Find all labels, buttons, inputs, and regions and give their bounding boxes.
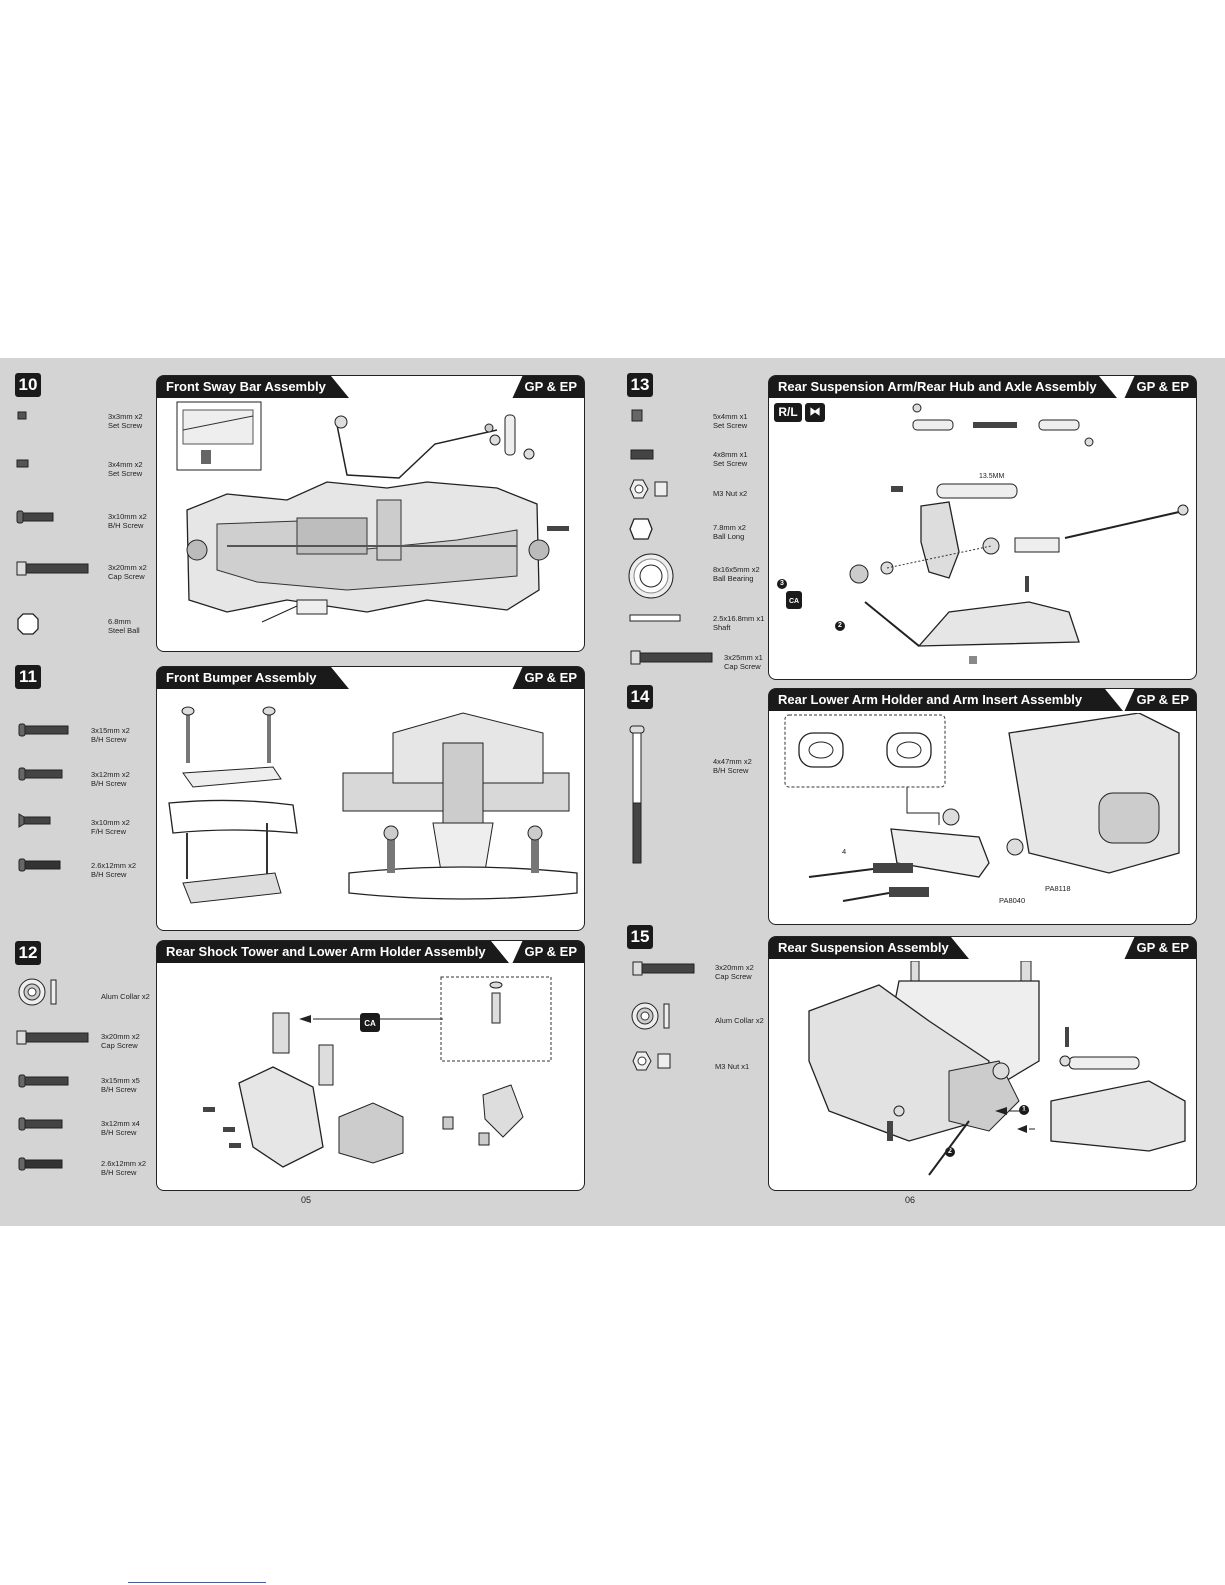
steel-ball-icon — [17, 613, 39, 635]
right-left-side-icon: R/L — [774, 403, 802, 422]
sway-bar-assembly-drawing — [176, 401, 569, 623]
step-title: Rear Suspension Assembly — [769, 937, 969, 959]
step-10-diagram-panel: Front Sway Bar Assembly GP & EP — [156, 375, 585, 652]
callout-marker: 2 — [835, 621, 845, 631]
cap-screw-icon — [630, 650, 714, 665]
step-number: 11 — [15, 665, 41, 689]
button-head-screw-icon — [18, 1157, 64, 1171]
button-head-screw-icon — [18, 1074, 70, 1088]
step-number: 10 — [15, 373, 41, 397]
button-head-screw-icon — [16, 510, 56, 524]
step-13-diagram-panel: Rear Suspension Arm/Rear Hub and Axle As… — [768, 375, 1197, 680]
step-12-diagram-panel: Rear Shock Tower and Lower Arm Holder As… — [156, 940, 585, 1191]
page-number: 06 — [905, 1195, 916, 1205]
callout-marker: 1 — [1019, 1105, 1029, 1115]
button-head-screw-icon — [18, 858, 62, 872]
page-number: 05 — [301, 1195, 312, 1205]
rear-shock-tower-drawing — [203, 976, 552, 1168]
set-screw-icon — [631, 409, 643, 422]
step-title: Front Bumper Assembly — [157, 667, 349, 689]
ca-glue-icon: CA — [786, 591, 802, 609]
step-title: Rear Lower Arm Holder and Arm Insert Ass… — [769, 689, 1123, 711]
platform-tag: GP & EP — [512, 941, 584, 963]
front-bumper-assembly-drawing — [168, 706, 578, 904]
set-screw-icon — [17, 411, 27, 420]
flat-head-screw-icon — [18, 813, 52, 828]
cap-screw-icon — [16, 1030, 90, 1045]
callout-marker: 3 — [777, 579, 787, 589]
part-item: Alum Collar x2 — [715, 1016, 764, 1025]
step-title: Rear Shock Tower and Lower Arm Holder As… — [157, 941, 509, 963]
set-screw-icon — [630, 449, 654, 460]
step-number: 15 — [627, 925, 653, 949]
cap-screw-icon — [632, 961, 696, 976]
shaft-icon — [629, 614, 681, 622]
step-title: Front Sway Bar Assembly — [157, 376, 349, 398]
button-head-screw-icon — [18, 723, 70, 737]
platform-tag: GP & EP — [1124, 376, 1196, 398]
callout-label: 4 — [842, 847, 847, 856]
nut-icon — [629, 479, 671, 499]
step-14-diagram-panel: Rear Lower Arm Holder and Arm Insert Ass… — [768, 688, 1197, 925]
step-15-diagram-panel: Rear Suspension Assembly GP & EP 1 2 — [768, 936, 1197, 1191]
platform-tag: GP & EP — [1124, 689, 1196, 711]
button-head-screw-icon — [18, 1117, 64, 1131]
platform-tag: GP & EP — [1124, 937, 1196, 959]
collar-icon — [17, 977, 63, 1007]
hyperlink-underline — [128, 1582, 266, 1583]
rear-suspension-drawing — [808, 961, 1186, 1176]
part-code-label: PA8040 — [999, 896, 1026, 905]
arm-holder-insert-drawing — [784, 713, 1180, 902]
ca-glue-icon: CA — [360, 1013, 380, 1032]
ball-bearing-icon — [627, 552, 675, 600]
mirror-icon: ⧓ — [805, 403, 825, 422]
part-code-label: PA8118 — [1045, 884, 1071, 893]
nut-icon — [632, 1051, 674, 1071]
step-number: 13 — [627, 373, 653, 397]
collar-icon — [630, 1001, 676, 1031]
part-item: M3 Nut x2 — [713, 489, 748, 498]
part-item: M3 Nut x1 — [715, 1062, 750, 1071]
part-item: Alum Collar x2 — [101, 992, 150, 1001]
callout-marker: 2 — [945, 1147, 955, 1157]
platform-tag: GP & EP — [512, 667, 584, 689]
step-title: Rear Suspension Arm/Rear Hub and Axle As… — [769, 376, 1117, 398]
set-screw-icon — [16, 459, 29, 468]
rear-hub-axle-drawing — [849, 403, 1189, 664]
platform-tag: GP & EP — [512, 376, 584, 398]
step-number: 14 — [627, 685, 653, 709]
ball-long-icon — [629, 518, 653, 540]
cap-screw-icon — [16, 561, 90, 576]
button-head-screw-icon — [18, 767, 64, 781]
dimension-label: 13.5MM — [979, 473, 1005, 480]
step-number: 12 — [15, 941, 41, 965]
long-screw-icon — [629, 725, 645, 865]
step-11-diagram-panel: Front Bumper Assembly GP & EP — [156, 666, 585, 931]
